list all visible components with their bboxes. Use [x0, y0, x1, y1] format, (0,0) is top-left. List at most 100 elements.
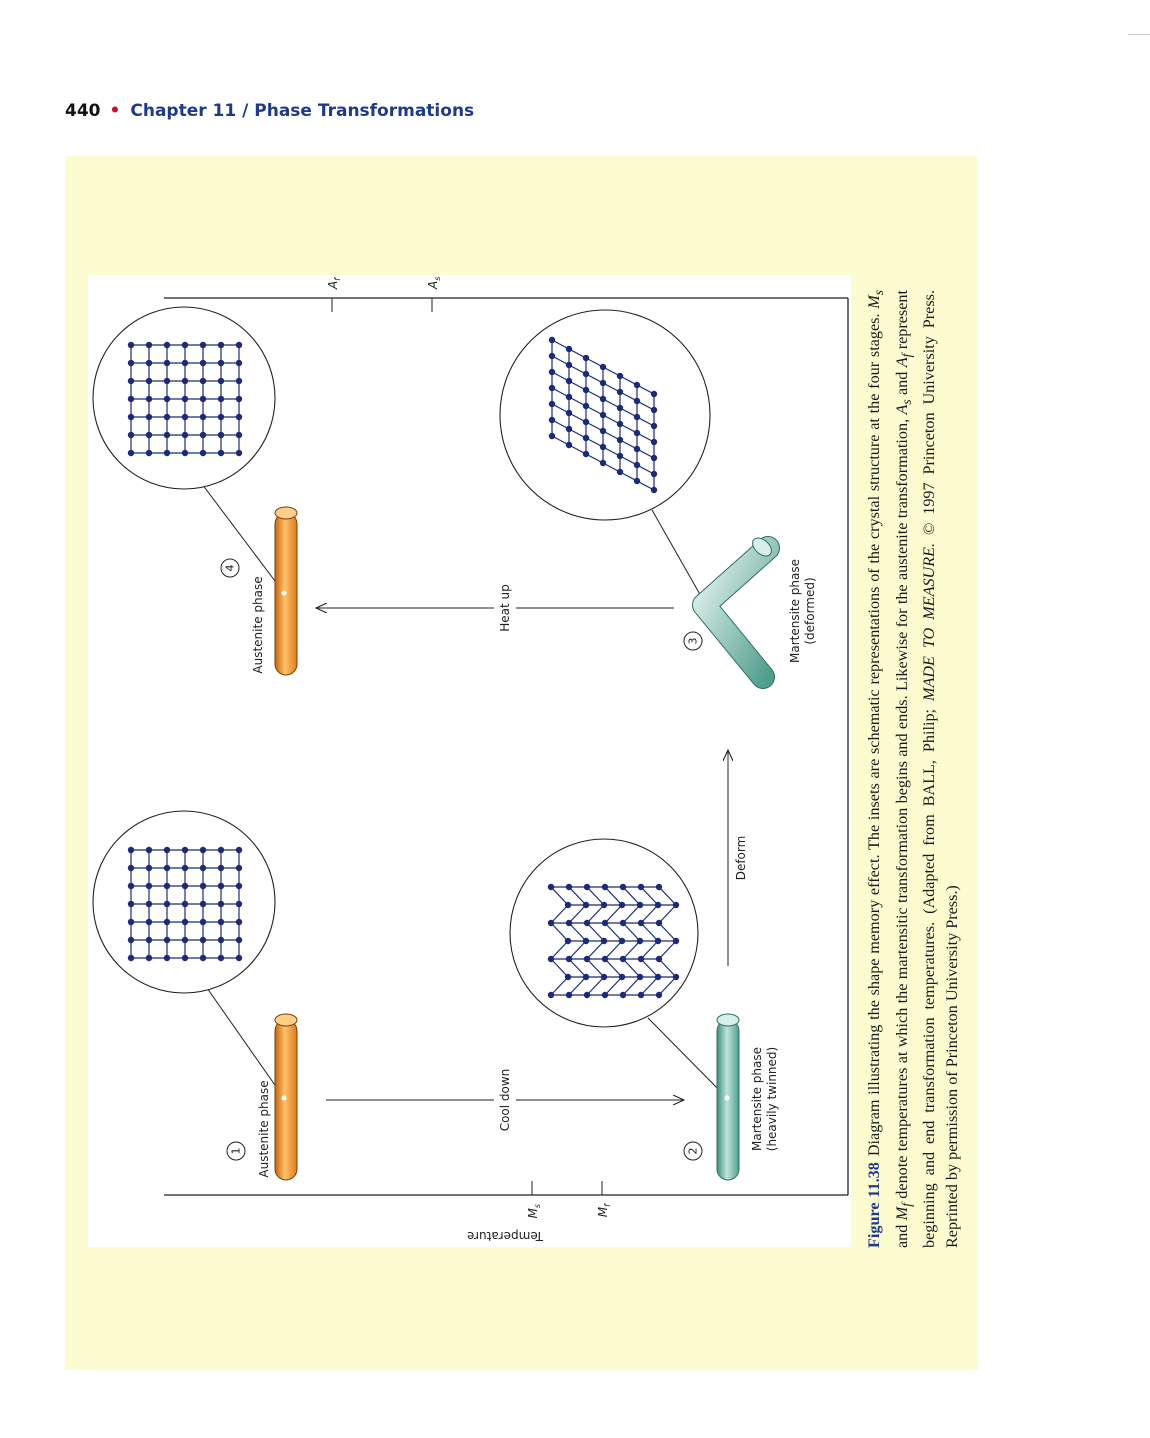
lattice-atom — [619, 919, 627, 927]
lattice-atom — [145, 449, 153, 457]
lattice-atom — [127, 341, 135, 349]
lattice-atom — [650, 390, 658, 398]
martensite-twinned-label-line2: (heavily twinned) — [765, 1047, 779, 1151]
lattice-atom — [235, 954, 243, 962]
lattice-atom — [181, 449, 189, 457]
lattice-atom — [601, 991, 609, 999]
connector-stage-4 — [201, 483, 285, 594]
lattice-bond — [602, 414, 621, 425]
lattice-bond — [658, 886, 677, 906]
lattice-martensite-twinned — [547, 883, 680, 999]
lattice-atom — [616, 372, 624, 380]
lattice-atom — [181, 936, 189, 944]
lattice-atom — [127, 395, 135, 403]
lattice-bond — [602, 366, 621, 377]
lattice-bond — [619, 391, 638, 402]
lattice-atom — [235, 936, 243, 944]
lattice-atom — [235, 900, 243, 908]
lattice-atom — [547, 919, 555, 927]
lattice-atom — [600, 973, 608, 981]
lattice-atom — [633, 413, 641, 421]
lattice-bond — [568, 976, 587, 996]
lattice-bond — [604, 886, 623, 906]
lattice-atom — [565, 425, 573, 433]
lattice-atom — [547, 991, 555, 999]
lattice-atom — [616, 420, 624, 428]
lattice-bond — [622, 886, 641, 906]
lattice-atom — [127, 900, 135, 908]
lattice-atom — [616, 404, 624, 412]
lattice-bond — [602, 382, 621, 393]
lattice-atom — [199, 431, 207, 439]
lattice-austenite-4 — [127, 341, 243, 457]
lattice-austenite-1 — [127, 846, 243, 962]
lattice-atom — [145, 359, 153, 367]
martensite-rod-deformed — [692, 536, 780, 689]
lattice-atom — [599, 459, 607, 467]
austenite-label-4: Austenite phase — [251, 576, 265, 673]
lattice-atom — [199, 864, 207, 872]
lattice-bond — [550, 904, 569, 924]
lattice-atom — [127, 413, 135, 421]
lattice-atom — [565, 919, 573, 927]
lattice-atom — [619, 991, 627, 999]
lattice-atom — [217, 449, 225, 457]
lattice-bond — [586, 904, 605, 924]
lattice-atom — [235, 413, 243, 421]
austenite-rod-1 — [274, 1013, 298, 1181]
lattice-atom — [199, 395, 207, 403]
lattice-atom — [235, 341, 243, 349]
lattice-atom — [636, 901, 644, 909]
lattice-atom — [565, 441, 573, 449]
lattice-atom — [650, 486, 658, 494]
lattice-atom — [163, 954, 171, 962]
lattice-atom — [582, 937, 590, 945]
lattice-atom — [199, 341, 207, 349]
lattice-atom — [217, 359, 225, 367]
lattice-bond — [604, 976, 623, 996]
lattice-atom — [654, 937, 662, 945]
lattice-atom — [145, 377, 153, 385]
attach-dot-4 — [281, 590, 287, 596]
lattice-bond — [551, 403, 570, 414]
attach-dot-1 — [281, 1095, 287, 1101]
lattice-bond — [602, 446, 621, 457]
lattice-bond — [619, 375, 638, 386]
lattice-bond — [585, 389, 604, 400]
lattice-atom — [616, 468, 624, 476]
lattice-atom — [163, 918, 171, 926]
lattice-bond — [636, 480, 655, 491]
lattice-bond — [602, 430, 621, 441]
svg-text:Ms: Ms — [526, 1204, 542, 1219]
lattice-bond — [622, 922, 641, 942]
lattice-bond — [640, 904, 659, 924]
lattice-bond — [658, 940, 677, 960]
lattice-atom — [633, 477, 641, 485]
lattice-martensite-deformed — [548, 336, 658, 494]
austenite-label-1: Austenite phase — [257, 1080, 271, 1177]
lattice-atom — [582, 354, 590, 362]
source-title: MADE TO MEASURE. — [920, 542, 939, 702]
lattice-atom — [145, 413, 153, 421]
lattice-bond — [568, 380, 587, 391]
lattice-atom — [599, 395, 607, 403]
lattice-bond — [551, 435, 570, 446]
deform-label: Deform — [734, 836, 748, 881]
lattice-atom — [636, 937, 644, 945]
lattice-atom — [163, 413, 171, 421]
lattice-bond — [568, 886, 587, 906]
lattice-atom — [199, 359, 207, 367]
lattice-atom — [181, 413, 189, 421]
lattice-atom — [637, 955, 645, 963]
lattice-atom — [181, 882, 189, 890]
lattice-atom — [582, 418, 590, 426]
lattice-atom — [127, 846, 135, 854]
lattice-atom — [637, 991, 645, 999]
lattice-atom — [565, 955, 573, 963]
lattice-atom — [655, 955, 663, 963]
lattice-bond — [622, 904, 641, 924]
martensite-deformed-label-line2: (deformed) — [803, 577, 817, 644]
lattice-bond — [550, 976, 569, 996]
lattice-atom — [633, 397, 641, 405]
